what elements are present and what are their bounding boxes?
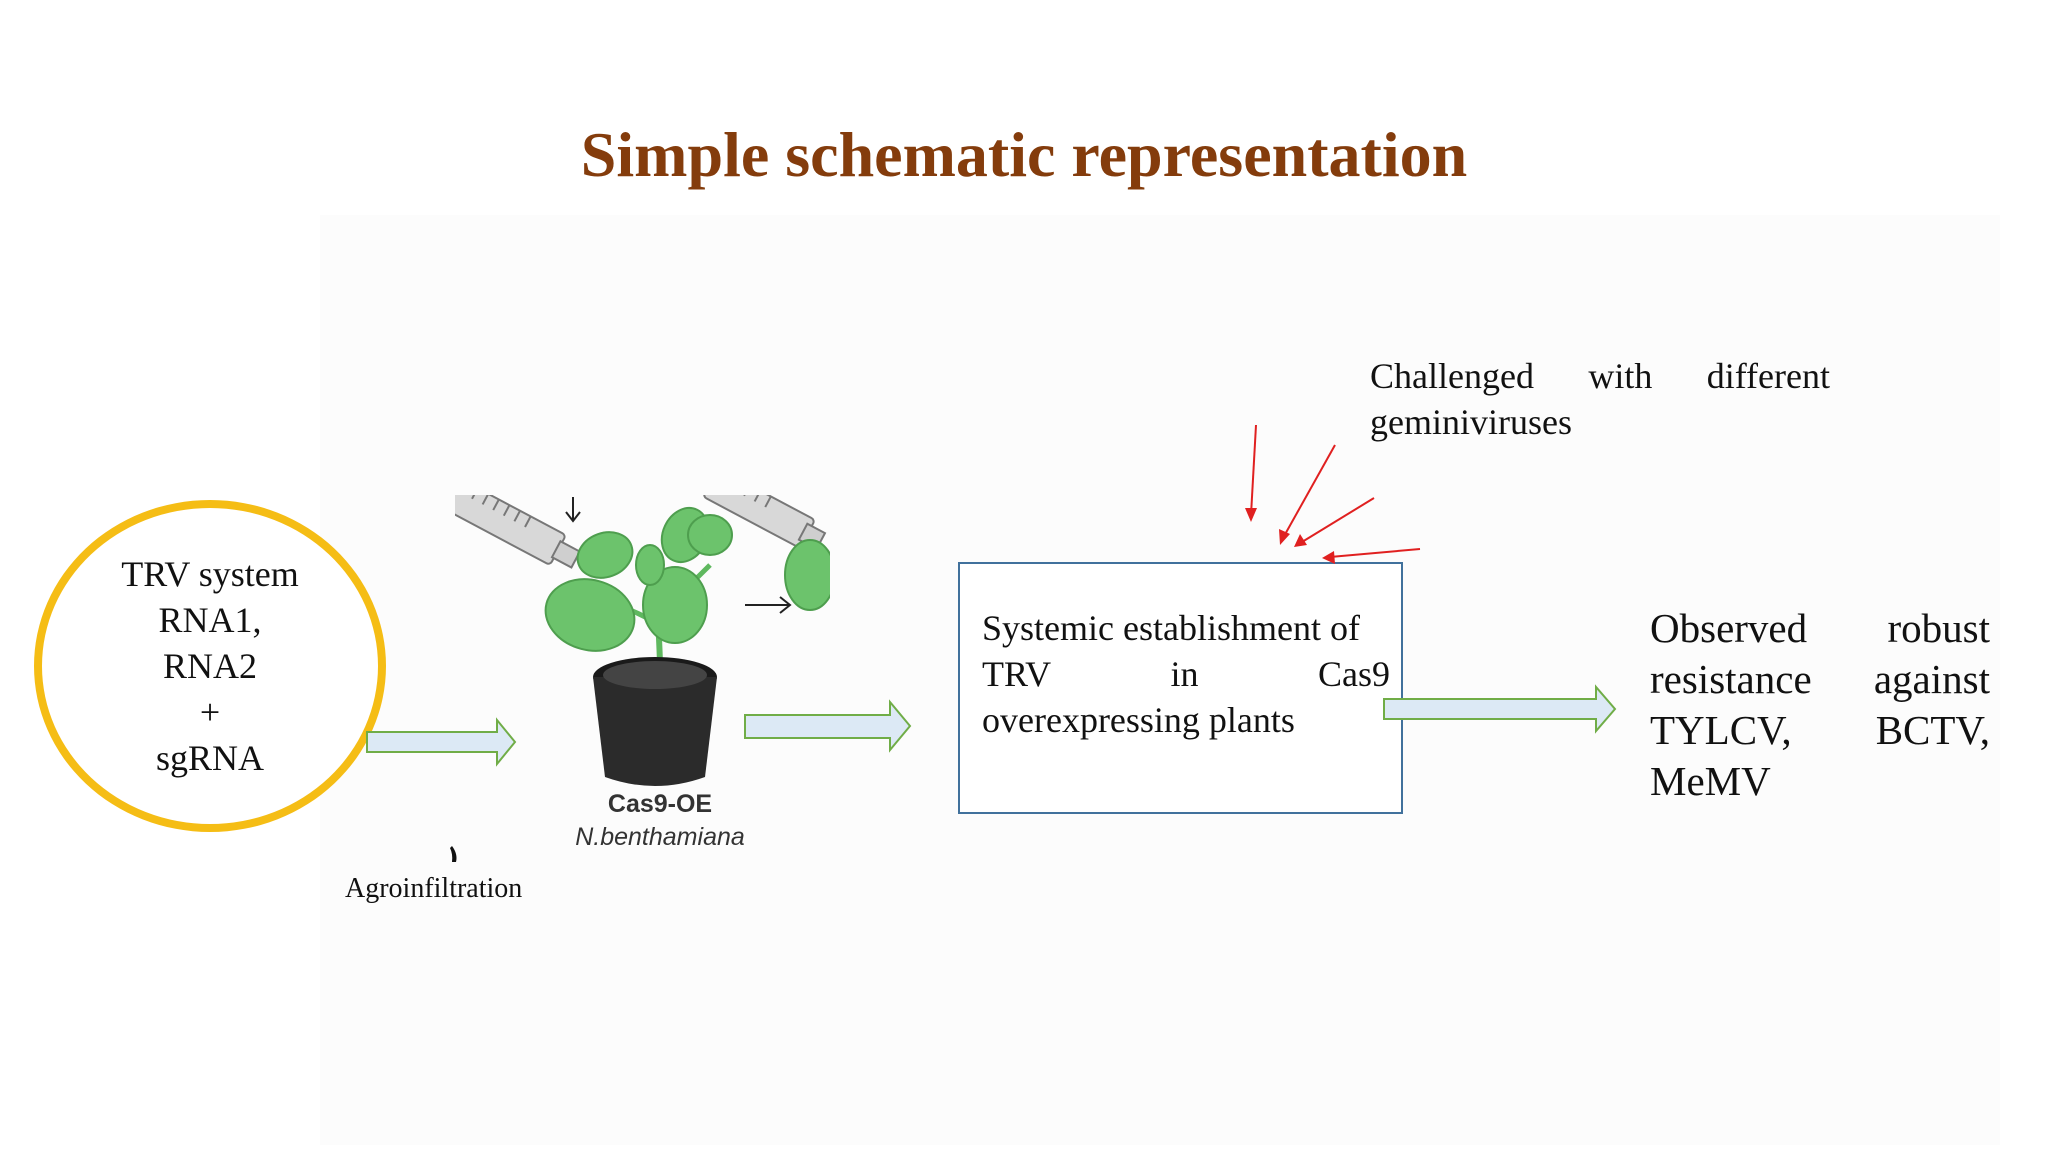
observed-word-4: against xyxy=(1873,656,1990,702)
observed-word-3: resistance xyxy=(1650,656,1812,702)
challenged-word-3: different xyxy=(1706,356,1830,396)
agroinfiltration-label: Agroinfiltration xyxy=(345,873,523,904)
observed-word-2: robust xyxy=(1887,605,1991,651)
observed-word-6: BCTV, xyxy=(1875,707,1990,753)
observed-resistance-text: Observed robust resistance against TYLCV… xyxy=(1650,603,1990,807)
challenged-word-2: with xyxy=(1588,356,1653,396)
box-line-1: Systemic establishment of xyxy=(982,608,1360,648)
plant-pot-icon xyxy=(455,495,830,786)
challenged-line-2: geminiviruses xyxy=(1370,402,1572,442)
observed-word-1: Observed xyxy=(1650,605,1808,651)
syringe-icon xyxy=(455,495,582,569)
pot-icon xyxy=(593,657,717,786)
trv-system-circle: TRV system RNA1, RNA2 + sgRNA xyxy=(34,500,386,832)
box-word-1: TRV xyxy=(982,654,1052,694)
circle-line-1: TRV system xyxy=(121,554,299,594)
challenged-word-1: Challenged xyxy=(1370,356,1534,396)
plant-species-label: N.benthamiana xyxy=(575,823,745,851)
circle-line-2: RNA1, xyxy=(158,600,262,640)
trv-system-text: TRV system RNA1, RNA2 + sgRNA xyxy=(121,551,298,781)
box-word-2: in xyxy=(1170,654,1199,694)
challenged-text: Challenged with different geminiviruses xyxy=(1370,353,1830,445)
box-word-3: Cas9 xyxy=(1317,654,1390,694)
systemic-establishment-box xyxy=(958,562,1403,814)
plant-label: Cas9-OE xyxy=(607,790,713,818)
box-line-3: overexpressing plants xyxy=(982,700,1295,740)
circle-line-4: + xyxy=(199,692,221,732)
circle-line-3: RNA2 xyxy=(162,646,257,686)
observed-line-4: MeMV xyxy=(1650,758,1771,804)
systemic-establishment-text: Systemic establishment of TRV in Cas9 ov… xyxy=(982,605,1390,743)
circle-line-5: sgRNA xyxy=(155,738,265,778)
slide-title: Simple schematic representation xyxy=(580,119,1468,190)
observed-word-5: TYLCV, xyxy=(1650,707,1792,753)
